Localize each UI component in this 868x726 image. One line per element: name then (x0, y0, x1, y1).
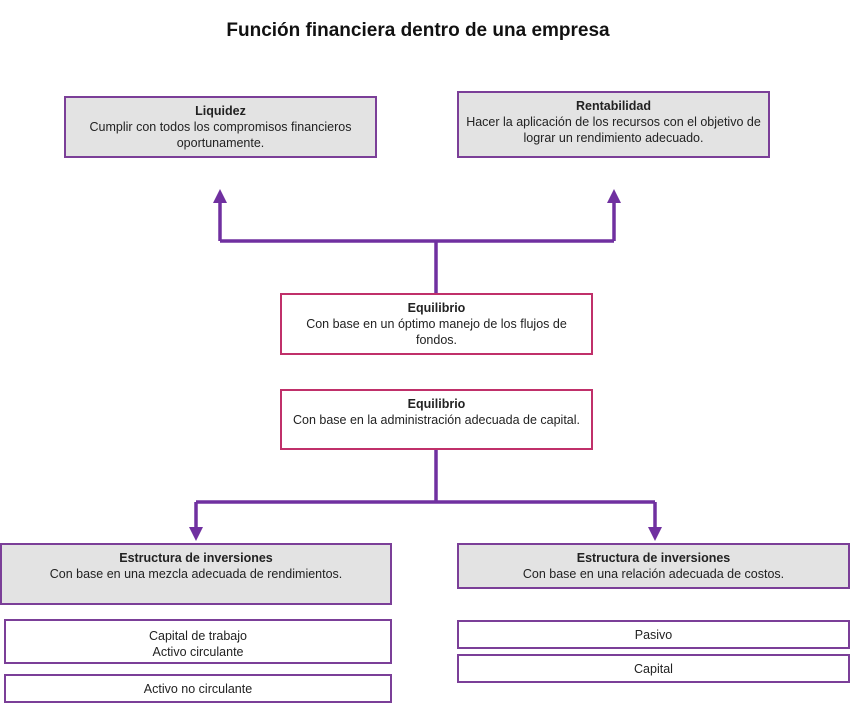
equilibrio-capital-text: Con base en la administración adecuada d… (293, 413, 580, 427)
estructura-rendimientos-heading: Estructura de inversiones (119, 551, 273, 565)
activo-circulante-label: Activo circulante (152, 645, 244, 659)
capital-box: Capital (457, 654, 850, 683)
pasivo-label: Pasivo (634, 628, 673, 642)
rentabilidad-text: Hacer la aplicación de los recursos con … (466, 115, 761, 145)
equilibrio-flujos-text: Con base en un óptimo manejo de los fluj… (306, 317, 567, 347)
rentabilidad-box: Rentabilidad Hacer la aplicación de los … (457, 91, 770, 158)
liquidez-heading: Liquidez (195, 104, 246, 118)
activo-no-circulante-box: Activo no circulante (4, 674, 392, 703)
pasivo-box: Pasivo (457, 620, 850, 649)
equilibrio-capital-heading: Equilibrio (407, 397, 466, 411)
capital-trabajo-label: Capital de trabajo (149, 629, 247, 643)
estructura-costos-box: Estructura de inversiones Con base en un… (457, 543, 850, 589)
activo-no-circulante-label: Activo no circulante (143, 682, 253, 696)
rentabilidad-heading: Rentabilidad (575, 99, 651, 113)
estructura-rendimientos-box: Estructura de inversiones Con base en un… (0, 543, 392, 605)
equilibrio-flujos-heading: Equilibrio (407, 301, 466, 315)
equilibrio-flujos-box: Equilibrio Con base en un óptimo manejo … (280, 293, 593, 355)
equilibrio-capital-box: Equilibrio Con base en la administración… (280, 389, 593, 450)
estructura-costos-text: Con base en una relación adecuada de cos… (522, 567, 785, 581)
diagram-title: Función financiera dentro de una empresa (226, 20, 610, 41)
estructura-rendimientos-text: Con base en una mezcla adecuada de rendi… (49, 567, 343, 581)
capital-trabajo-box: Capital de trabajo Activo circulante (4, 619, 392, 664)
estructura-costos-heading: Estructura de inversiones (576, 551, 731, 565)
capital-label: Capital (634, 662, 673, 676)
liquidez-text: Cumplir con todos los compromisos financ… (89, 120, 352, 150)
liquidez-box: Liquidez Cumplir con todos los compromis… (64, 96, 377, 158)
